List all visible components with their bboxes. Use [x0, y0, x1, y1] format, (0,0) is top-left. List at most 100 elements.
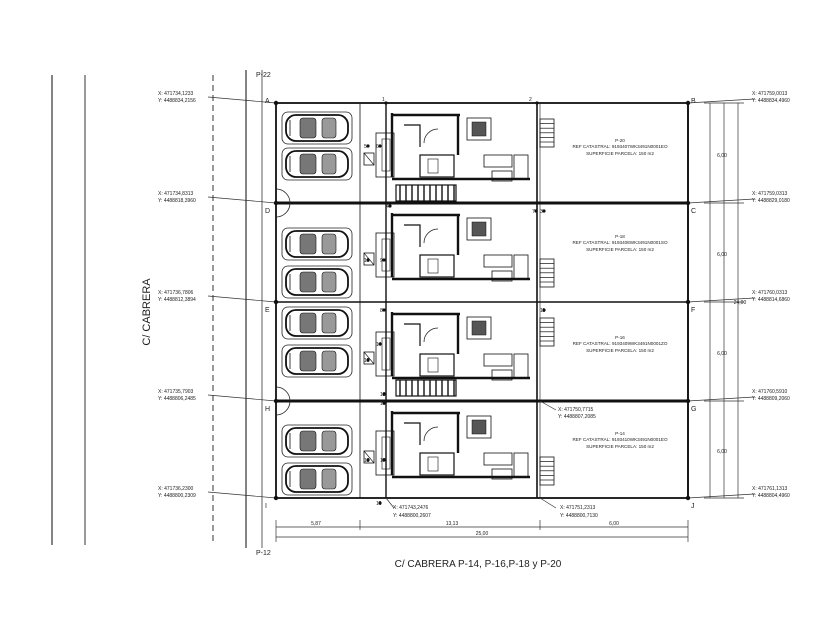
housing-unit [363, 411, 555, 486]
vertex-marker [542, 209, 546, 213]
point-marker [273, 398, 279, 404]
vertex-marker [366, 458, 370, 462]
housing-unit [363, 213, 555, 288]
point-marker [273, 495, 279, 501]
mid-coordinate: X: 471750,7715 Y: 4488807,2085 [558, 407, 596, 420]
point-label: H [265, 406, 270, 413]
housing-unit [363, 312, 555, 397]
point-x-coord: X: 471734,8313 [158, 191, 194, 197]
dim-bottom-4: 6,00 [609, 521, 619, 527]
vertex-number: 6 [376, 144, 379, 150]
point-x-coord: X: 471761,1313 [752, 486, 788, 492]
car-icon [281, 306, 353, 340]
plot-area: SUPERFICIE PARCELA: 150 m2 [586, 348, 654, 353]
point-marker [685, 495, 691, 501]
vertex-number: 3 [540, 209, 543, 215]
vertex-marker [382, 401, 386, 405]
dim-right-4: 6,00 [717, 449, 727, 455]
terrace-steps-icon [539, 317, 555, 347]
point-y-coord: Y: 4488800,2309 [158, 493, 196, 499]
bottom-coordinate-2: X: 471751,2313 Y: 4488800,7130 [560, 505, 598, 519]
parcel-top-label: P-22 [256, 72, 271, 79]
vertex-number: 5 [364, 144, 367, 150]
gate-icon [275, 386, 291, 416]
vertex-marker [382, 258, 386, 262]
dim-right-3: 6,00 [717, 351, 727, 357]
point-y-coord: Y: 4488809,2060 [752, 396, 790, 402]
staircase-icon [395, 379, 457, 397]
plot-area: SUPERFICIE PARCELA: 150 m2 [586, 151, 654, 156]
vertex-number: 7 [532, 209, 535, 215]
dim-right-1: 6,00 [717, 153, 727, 159]
car-icon [281, 462, 353, 496]
dim-right-total: 24,00 [734, 300, 747, 306]
garage-cars [275, 111, 353, 496]
point-label: C [691, 208, 696, 215]
point-label: A [265, 98, 270, 105]
bottom-coord-2-x: X: 471751,2313 [560, 505, 596, 511]
point-y-coord: Y: 4488812,3894 [158, 297, 196, 303]
point-x-coord: X: 471759,0313 [752, 191, 788, 197]
point-label: B [691, 98, 696, 105]
bottom-coord-1-x: X: 471743,2476 [393, 505, 429, 511]
vertex-marker [388, 204, 392, 208]
plot-area: SUPERFICIE PARCELA: 150 m2 [586, 444, 654, 449]
point-x-coord: X: 471736,2300 [158, 486, 194, 492]
point-marker [273, 200, 279, 206]
gate-icon [275, 188, 291, 218]
point-y-coord: Y: 4488818,3960 [158, 198, 196, 204]
dim-bottom-1: 5,87 [311, 521, 321, 527]
vertex-marker [384, 101, 388, 105]
vertex-number: 1 [382, 97, 385, 103]
vertex-number: 8 [380, 308, 383, 314]
point-label: J [691, 503, 695, 510]
point-y-coord: Y: 4488804,4960 [752, 493, 790, 499]
vertex-marker [378, 501, 382, 505]
point-y-coord: Y: 4488806,2485 [158, 396, 196, 402]
terrace-steps-icon [539, 456, 555, 486]
plot-area: SUPERFICIE PARCELA: 150 m2 [586, 247, 654, 252]
plot-title: P-16 [615, 335, 625, 340]
dim-bottom-2: 13,13 [446, 521, 459, 527]
point-marker [685, 299, 691, 305]
point-x-coord: X: 471735,7903 [158, 389, 194, 395]
parcel-bottom-label: P-12 [256, 550, 271, 557]
point-x-coord: X: 471760,5910 [752, 389, 788, 395]
plot-ref: REF CATASTRAL: 9193407WK3491N0001EO [572, 144, 667, 149]
vertex-marker [366, 258, 370, 262]
plot-title: P-20 [615, 138, 625, 143]
plot-ref: REF CATASTRAL: 9193408WK3491N0001SO [572, 240, 667, 245]
point-marker [273, 299, 279, 305]
vertex-number: 11 [540, 308, 545, 314]
point-label: G [691, 406, 696, 413]
vertex-marker [542, 308, 546, 312]
vertex-number: 2 [529, 97, 532, 103]
bottom-coordinate-1: X: 471743,2476 Y: 4488800,2607 [393, 505, 431, 519]
vertex-number: 9 [380, 258, 383, 264]
vertex-numbers: 123456789101112131415161718 [364, 97, 546, 507]
point-y-coord: Y: 4488834,2156 [158, 98, 196, 104]
bottom-coord-1-y: Y: 4488800,2607 [393, 513, 431, 519]
vertex-marker [378, 144, 382, 148]
housing-units [363, 113, 555, 486]
point-y-coord: Y: 4488834,4960 [752, 98, 790, 104]
car-icon [281, 111, 353, 145]
point-x-coord: X: 471736,7806 [158, 290, 194, 296]
dim-right-2: 6,00 [717, 252, 727, 258]
street-label-left: C/ CABRERA [141, 278, 153, 346]
plot-title: P-14 [615, 431, 625, 436]
terrace-steps-icon [539, 118, 555, 148]
vertex-marker [382, 308, 386, 312]
point-label: I [265, 503, 267, 510]
mid-coord-y: Y: 4488807,2085 [558, 414, 596, 420]
